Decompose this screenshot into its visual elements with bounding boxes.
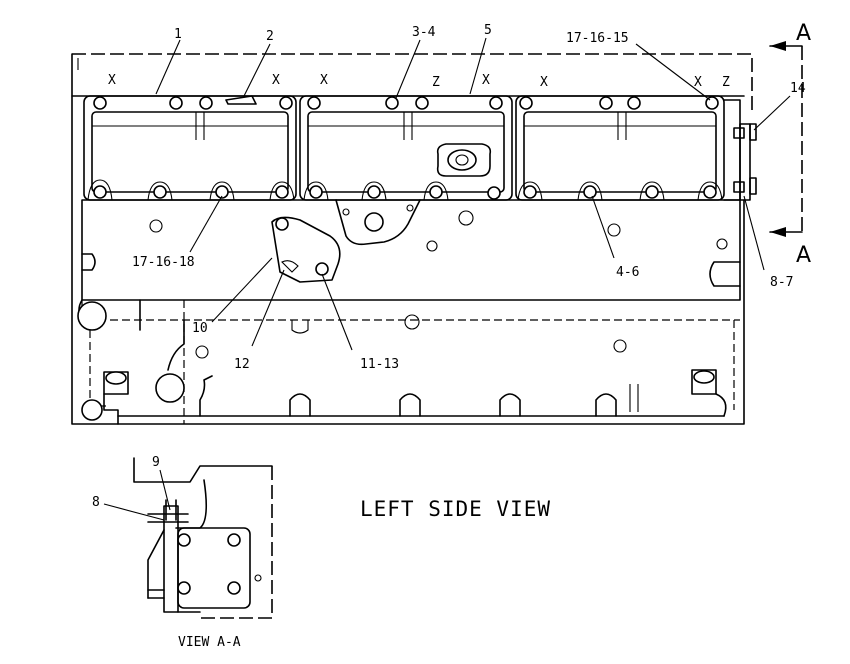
bolt-mark-z: Z bbox=[432, 75, 440, 90]
callout-17-16-15: 17-16-15 bbox=[566, 31, 629, 46]
bolt-mark-x: X bbox=[482, 73, 490, 88]
bolt-mark-x: X bbox=[540, 75, 548, 90]
callout-labels: 1 2 3-4 5 17-16-15 14 17-16-18 4-6 8-7 1… bbox=[92, 23, 806, 510]
callout-2: 2 bbox=[266, 29, 274, 44]
section-line-aa bbox=[769, 41, 803, 237]
callout-17-16-18: 17-16-18 bbox=[132, 255, 195, 270]
view-title: LEFT SIDE VIEW bbox=[360, 497, 551, 521]
cover-panels bbox=[83, 95, 741, 201]
block-outline bbox=[71, 53, 753, 425]
callout-3-4: 3-4 bbox=[412, 25, 436, 40]
top-bolts bbox=[93, 96, 719, 110]
section-marker-top: A bbox=[796, 21, 811, 46]
section-marker-bottom: A bbox=[796, 243, 811, 268]
callout-8-7: 8-7 bbox=[770, 275, 793, 290]
callout-4-6: 4-6 bbox=[616, 265, 639, 280]
bolt-mark-x: X bbox=[320, 73, 328, 88]
callout-11-13: 11-13 bbox=[360, 357, 399, 372]
bolt-mark-x: X bbox=[694, 75, 702, 90]
callout-5: 5 bbox=[484, 23, 492, 38]
bolt-mark-x: X bbox=[272, 73, 280, 88]
callout-8: 8 bbox=[92, 495, 100, 510]
callout-9: 9 bbox=[152, 455, 160, 470]
detail-title: VIEW A-A bbox=[178, 635, 241, 650]
callout-1: 1 bbox=[174, 27, 182, 42]
end-bracket bbox=[733, 123, 757, 201]
leader-lines bbox=[155, 37, 791, 351]
bolt-marks: X X X Z X X X Z bbox=[108, 73, 730, 90]
bottom-bolts bbox=[87, 179, 723, 201]
block-casting bbox=[81, 199, 741, 301]
bolt-mark-z: Z bbox=[722, 75, 730, 90]
callout-12: 12 bbox=[234, 357, 250, 372]
detail-view-aa bbox=[103, 457, 273, 619]
callout-14: 14 bbox=[790, 81, 806, 96]
callout-10: 10 bbox=[192, 321, 208, 336]
crankcase bbox=[77, 299, 740, 425]
bolt-mark-x: X bbox=[108, 73, 116, 88]
